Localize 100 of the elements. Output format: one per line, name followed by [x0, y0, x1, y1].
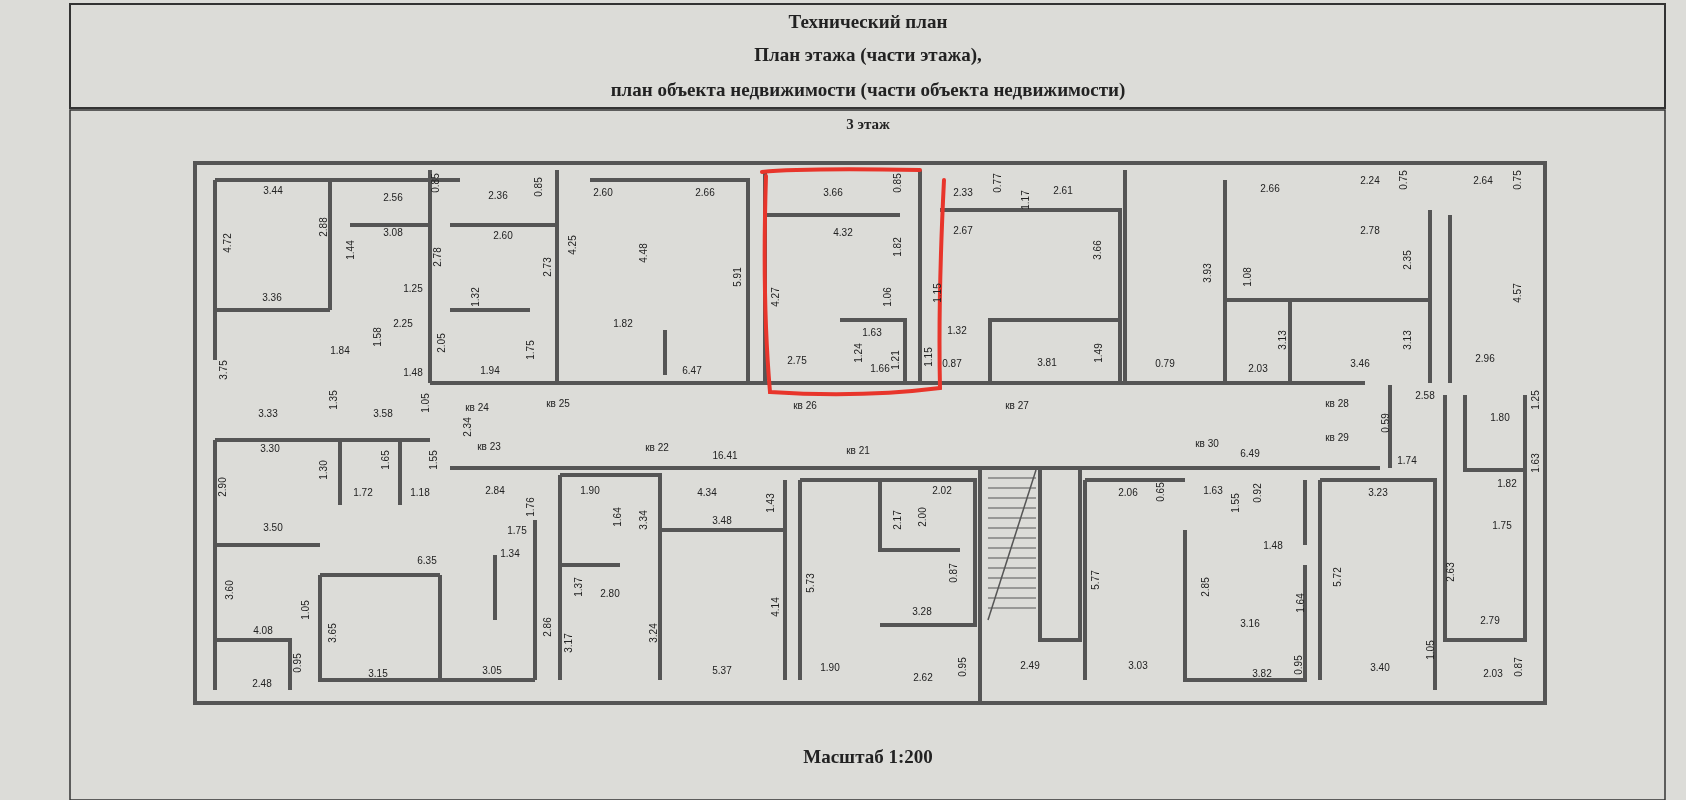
dimension-label: 2.90	[216, 477, 228, 497]
dimension-label: 0.95	[291, 653, 303, 673]
dimension-label: 1.76	[524, 497, 536, 517]
dimension-label: 1.32	[469, 287, 481, 307]
dimension-label: 3.46	[1350, 357, 1370, 369]
dimension-label: 0.95	[956, 657, 968, 677]
dimension-label: 1.63	[862, 326, 882, 338]
dimension-label: 0.59	[1379, 413, 1391, 433]
dimension-label: 0.65	[1154, 482, 1166, 502]
dimension-label: 2.24	[1360, 174, 1380, 186]
dimension-label: 1.82	[891, 237, 903, 257]
dimension-label: 1.64	[611, 507, 623, 527]
dimension-label: 4.14	[769, 597, 781, 617]
dimension-label: 1.24	[852, 343, 864, 363]
dimension-label: 0.95	[1292, 655, 1304, 675]
dimension-label: 2.84	[485, 484, 505, 496]
dimension-label: 5.73	[804, 573, 816, 593]
dimension-label: 3.34	[637, 510, 649, 530]
dimension-label: 16.41	[712, 449, 738, 461]
dimension-label: 0.85	[532, 177, 544, 197]
dimension-label: 1.82	[1497, 477, 1517, 489]
flat-number: кв 29	[1325, 431, 1349, 443]
dimension-label: 3.03	[1128, 659, 1148, 671]
dimension-label: 2.35	[1401, 250, 1413, 270]
dimension-label: 2.36	[488, 189, 508, 201]
scale-caption: Масштаб 1:200	[803, 746, 933, 768]
flat-number: кв 27	[1005, 399, 1029, 411]
dimension-label: 1.55	[1229, 493, 1241, 513]
dimension-label: 1.55	[427, 450, 439, 470]
dimension-label: 0.85	[429, 173, 441, 193]
dimension-label: 4.57	[1511, 283, 1523, 303]
dimension-label: 3.08	[383, 226, 403, 238]
dimension-label: 2.03	[1483, 667, 1503, 679]
dimension-label: 2.48	[252, 677, 272, 689]
dimension-label: 3.66	[823, 186, 843, 198]
dimension-label: 2.78	[1360, 224, 1380, 236]
dimension-label: 4.72	[221, 233, 233, 253]
dimension-label: 1.82	[613, 317, 633, 329]
dimension-label: 4.08	[253, 624, 273, 636]
flat-number: кв 30	[1195, 437, 1219, 449]
dimension-label: 3.60	[223, 580, 235, 600]
dimension-label: 6.47	[682, 364, 702, 376]
dimension-label: 3.36	[262, 291, 282, 303]
dimension-label: 1.15	[922, 347, 934, 367]
dimension-label: 2.58	[1415, 389, 1435, 401]
dimension-label: 2.61	[1053, 184, 1073, 196]
plan-subtitle: план объекта недвижимости (части объекта недвижимости)	[610, 79, 1126, 101]
dimension-label: 1.84	[330, 344, 350, 356]
dimension-label: 3.66	[1091, 240, 1103, 260]
dimension-label: 1.08	[1241, 267, 1253, 287]
dimension-label: 4.32	[833, 226, 853, 238]
dimension-label: 3.33	[258, 407, 278, 419]
dimension-label: 3.13	[1276, 330, 1288, 350]
flat-number: кв 21	[846, 444, 870, 456]
dimension-label: 1.06	[881, 287, 893, 307]
dimension-label: 2.88	[317, 217, 329, 237]
plan-subtitle: План этажа (части этажа),	[754, 44, 982, 66]
dimension-label: 5.91	[731, 267, 743, 287]
dimension-label: 1.72	[353, 486, 373, 498]
dimension-label: 2.34	[461, 417, 473, 437]
dimension-label: 1.34	[500, 547, 520, 559]
dimension-label: 1.17	[1019, 190, 1031, 210]
dimension-label: 3.17	[562, 633, 574, 653]
dimension-label: 2.63	[1444, 562, 1456, 582]
dimension-label: 1.25	[403, 282, 423, 294]
flat-number: кв 25	[546, 397, 570, 409]
dimension-label: 1.64	[1294, 593, 1306, 613]
dimension-label: 5.37	[712, 664, 732, 676]
dimension-label: 0.87	[1512, 657, 1524, 677]
dimension-label: 0.75	[1397, 170, 1409, 190]
dimension-label: 4.25	[566, 235, 578, 255]
dimension-label: 2.78	[431, 247, 443, 267]
dimension-label: 1.63	[1529, 453, 1541, 473]
dimension-label: 1.05	[1424, 640, 1436, 660]
dimension-label: 0.87	[942, 357, 962, 369]
dimension-label: 2.25	[393, 317, 413, 329]
dimension-label: 0.87	[947, 563, 959, 583]
dimension-label: 2.66	[695, 186, 715, 198]
flat-number: кв 24	[465, 401, 489, 413]
dimension-label: 1.05	[419, 393, 431, 413]
dimension-label: 1.44	[344, 240, 356, 260]
dimension-label: 2.02	[932, 484, 952, 496]
dimension-label: 3.15	[368, 667, 388, 679]
dimension-label: 4.48	[637, 243, 649, 263]
dimension-label: 2.62	[913, 671, 933, 683]
dimension-label: 0.75	[1511, 170, 1523, 190]
dimension-label: 2.64	[1473, 174, 1493, 186]
dimension-label: 1.63	[1203, 484, 1223, 496]
dimension-label: 1.30	[317, 460, 329, 480]
dimension-label: 2.49	[1020, 659, 1040, 671]
dimension-label: 1.43	[764, 493, 776, 513]
flat-number: кв 28	[1325, 397, 1349, 409]
dimension-label: 2.03	[1248, 362, 1268, 374]
dimension-label: 3.44	[263, 184, 283, 196]
dimension-label: 3.82	[1252, 667, 1272, 679]
dimension-label: 1.15	[931, 283, 943, 303]
dimension-label: 2.85	[1199, 577, 1211, 597]
dimension-label: 2.56	[383, 191, 403, 203]
dimension-label: 3.81	[1037, 356, 1057, 368]
dimension-label: 0.79	[1155, 357, 1175, 369]
